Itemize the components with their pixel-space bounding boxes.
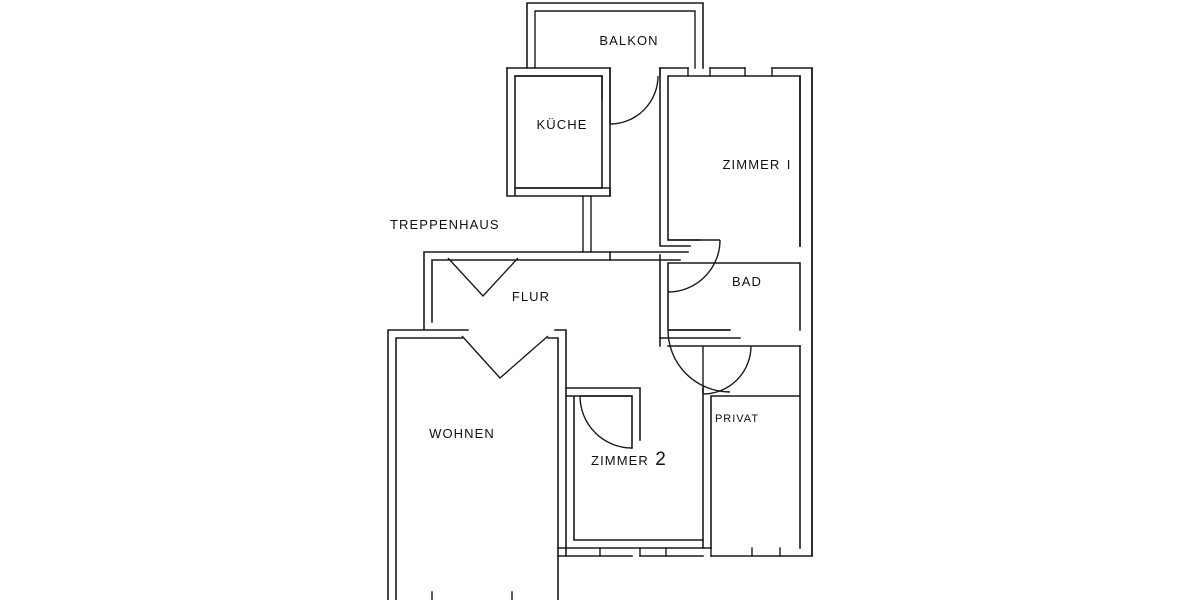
doors-layer	[447, 75, 752, 449]
wohnen-bottom-windows	[431, 591, 513, 600]
hallway-walls	[423, 251, 801, 347]
room-label-balkon: Balkon	[599, 29, 658, 50]
window-openings	[431, 67, 781, 600]
top-windows	[609, 67, 773, 77]
bathroom-walls	[659, 254, 801, 339]
door-entrance	[447, 257, 519, 298]
room-label-zimmer-2: Zimmer 2	[591, 449, 667, 470]
door-privat-arc	[702, 345, 752, 395]
door-entrance-leaf	[447, 257, 519, 298]
balcony-outer-wall	[526, 2, 704, 69]
wohnen-wall	[387, 329, 567, 600]
door-kitchen	[609, 75, 659, 125]
privat-walls	[702, 345, 801, 549]
privat-wall	[702, 345, 801, 549]
door-zimmer-2-arc	[579, 395, 633, 449]
door-zimmer-1	[667, 239, 721, 293]
balcony-inner-wall	[534, 10, 696, 69]
flur-upper-right-wall	[609, 251, 689, 261]
door-wohnen	[461, 335, 549, 379]
door-bad	[667, 329, 731, 393]
door-wohnen-leaf	[461, 335, 549, 379]
room-label-flur: Flur	[512, 285, 550, 306]
bad-wall	[659, 254, 801, 339]
door-privat	[702, 345, 752, 395]
door-zimmer-2	[579, 395, 633, 449]
room-label-wohnen: Wohnen	[429, 422, 495, 443]
flur-top-wall	[423, 251, 611, 331]
corridor-lower-wall	[659, 337, 801, 347]
door-kitchen-arc	[609, 75, 659, 125]
room-label-privat: Privat	[715, 409, 759, 426]
room-label-zimmer-1: Zimmer I	[723, 153, 792, 174]
balcony-walls	[526, 2, 704, 69]
wohnen-bottom-link-wall	[557, 547, 567, 557]
door-zimmer-1-arc	[667, 239, 721, 293]
bottom-windows	[599, 547, 781, 557]
zimmer-1-right-wall	[799, 67, 813, 557]
room-label-bad: Bad	[732, 270, 762, 291]
zimmer-1-walls	[659, 67, 813, 557]
kitchen-stub-wall	[582, 195, 592, 253]
room-labels-layer: BalkonKücheZimmer I TreppenhausBadFlurPri…	[390, 29, 792, 470]
room-label-kueche: Küche	[536, 113, 587, 134]
door-bad-arc	[667, 329, 731, 393]
room-label-treppenhaus: Treppenhaus	[390, 213, 500, 234]
wohnen-walls	[387, 329, 567, 600]
